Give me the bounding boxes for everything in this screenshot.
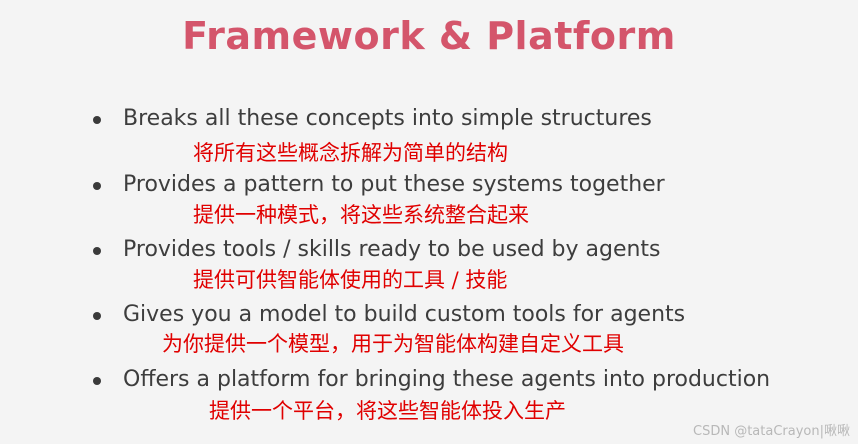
bullet-dot-icon <box>93 116 101 124</box>
bullet-translation: 为你提供一个模型，用于为智能体构建自定义工具 <box>162 332 624 356</box>
bullet-text: Gives you a model to build custom tools … <box>123 302 686 327</box>
bullet-text: Provides a pattern to put these systems … <box>123 172 665 197</box>
bullet-translation: 提供一种模式，将这些系统整合起来 <box>193 203 529 227</box>
bullet-translation: 提供一个平台，将这些智能体投入生产 <box>209 399 566 423</box>
bullet-translation: 将所有这些概念拆解为简单的结构 <box>193 141 508 165</box>
watermark: CSDN @tataCrayon|啾啾 <box>693 424 850 439</box>
bullet-text: Breaks all these concepts into simple st… <box>123 106 652 131</box>
slide-title: Framework & Platform <box>182 14 676 58</box>
bullet-text: Provides tools / skills ready to be used… <box>123 237 661 262</box>
bullet-dot-icon <box>93 247 101 255</box>
bullet-translation: 提供可供智能体使用的工具 / 技能 <box>193 268 508 292</box>
bullet-text: Offers a platform for bringing these age… <box>123 367 771 392</box>
bullet-dot-icon <box>93 182 101 190</box>
bullet-dot-icon <box>93 377 101 385</box>
bullet-dot-icon <box>93 312 101 320</box>
